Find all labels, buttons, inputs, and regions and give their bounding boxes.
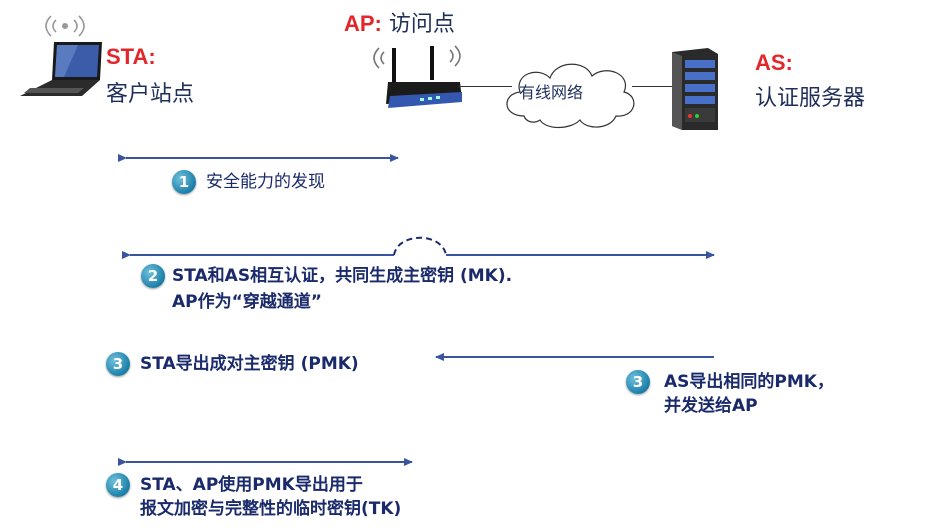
step1-text: 安全能力的发现 [206,172,325,192]
step4-badge: 4 [106,473,130,497]
network-server-link [632,86,672,87]
step2-text-line2: AP作为“穿越通道” [172,292,322,312]
step4-text-line2: 报文加密与完整性的临时密钥(TK) [140,499,402,519]
laptop-icon [20,15,102,96]
as-description: 认证服务器 [755,86,866,111]
ap-network-link [458,86,512,87]
server-icon [672,48,718,130]
cloud-icon [506,63,635,129]
ap-label: AP: [344,11,382,36]
tunnel-hump [393,236,447,256]
step4-text-line1: STA、AP使用PMK导出用于 [140,475,363,495]
sta-label: STA: [106,44,156,69]
as-label: AS: [755,50,793,75]
step2-badge: 2 [141,264,165,288]
step3-as-badge: 3 [626,370,650,394]
network-label: 有线网络 [519,83,584,102]
ap-description: 访问点 [388,12,455,37]
step1-badge: 1 [172,170,196,194]
step3-sta-text: STA导出成对主密钥 (PMK) [140,354,359,374]
step3-as-text-line1: AS导出相同的PMK， [664,372,834,392]
step2-text-line1: STA和AS相互认证，共同生成主密钥 (MK). [172,266,513,286]
sta-description: 客户站点 [106,82,195,107]
step3-as-text-line2: 并发送给AP [664,396,758,416]
ap-title: AP: 访问点 [344,6,455,38]
wifi-signal-icon [45,15,85,37]
step3-sta-badge: 3 [106,352,130,376]
wireless-router-icon [373,45,462,108]
